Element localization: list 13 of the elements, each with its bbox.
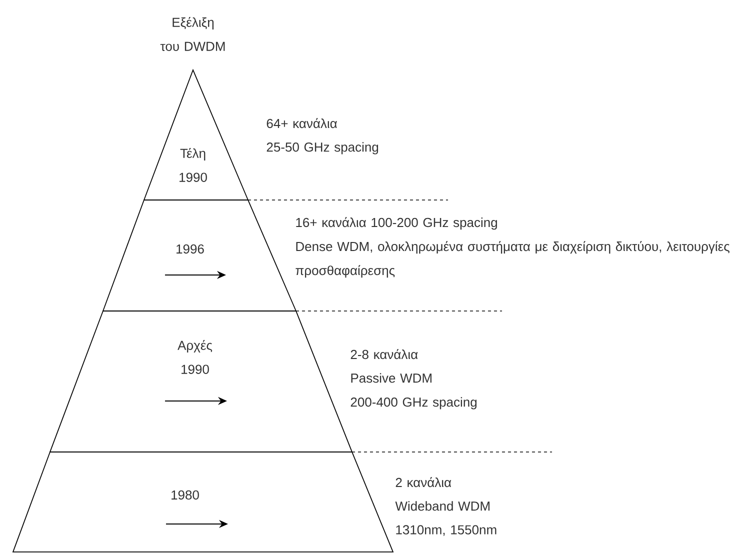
description-text: Dense WDM, ολοκληρωμένα συστήματα με διαχείριση δικτύου, λειτουργίες προσθαφαίρεσης bbox=[296, 241, 730, 278]
description-text: 200-400 GHz spacing bbox=[350, 397, 477, 410]
pyramid-band: 1996 bbox=[102, 200, 297, 312]
description-text: Passive WDM bbox=[351, 373, 432, 383]
description-text: 2-8 κανάλια bbox=[350, 349, 418, 360]
description-text: 25-50 GHz spacing bbox=[266, 142, 378, 154]
description-text: 1310nm, 1550nm bbox=[396, 525, 496, 536]
title: Εξέλιξη του DWDM bbox=[160, 17, 225, 51]
description-text: 16+ κανάλια 100-200 GHz spacing bbox=[296, 217, 497, 230]
description-text: Wideband WDM bbox=[395, 501, 490, 511]
description-text: 2 κανάλια bbox=[396, 477, 452, 488]
pyramid-band: 1980 bbox=[12, 452, 394, 552]
description-text: 64+ κανάλια bbox=[266, 118, 337, 128]
